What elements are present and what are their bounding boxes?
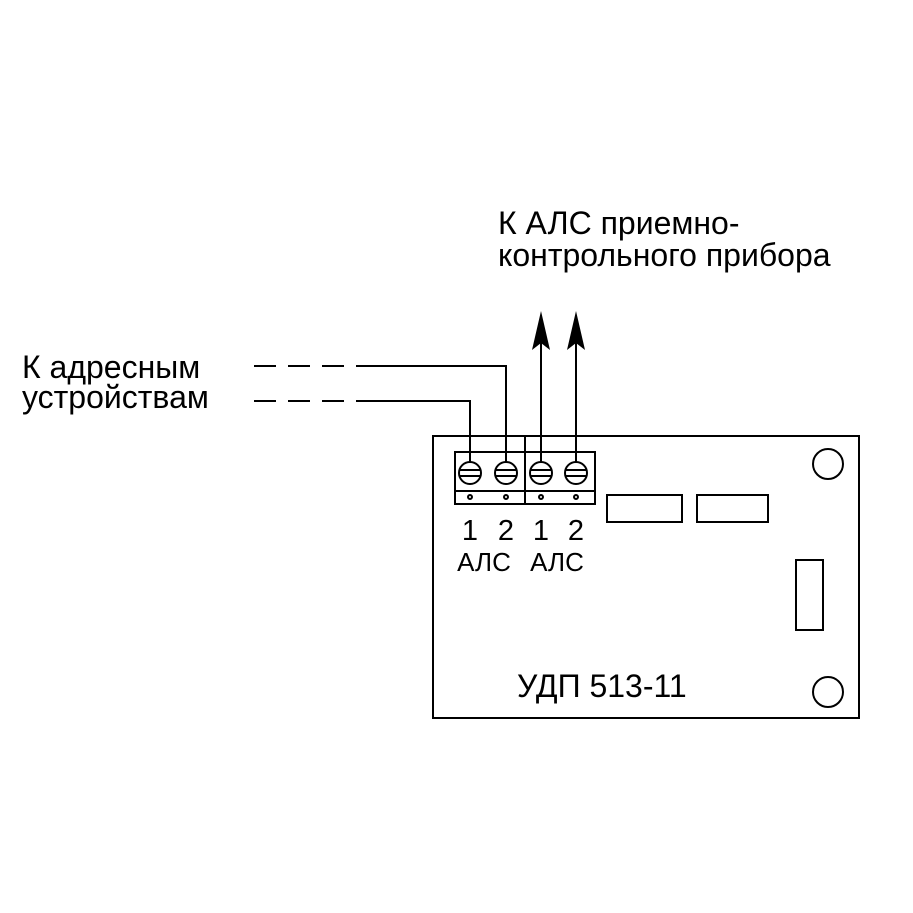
terminal-group-label-out: АЛС xyxy=(530,547,584,577)
left-label-line1: К адресным xyxy=(22,349,200,385)
arrow-up-2 xyxy=(567,311,585,350)
wire-to-devices-2 xyxy=(254,365,507,462)
device-board xyxy=(432,435,860,719)
terminal-screw-2 xyxy=(494,461,518,500)
top-label-line2: контрольного прибора xyxy=(498,237,831,273)
terminal-number-4: 2 xyxy=(568,515,584,547)
terminal-group-label-in: АЛС xyxy=(457,547,511,577)
device-name: УДП 513-11 xyxy=(517,668,687,704)
wire-to-devices-1 xyxy=(254,400,471,462)
terminal-screw-3 xyxy=(529,461,553,500)
terminal-number-2: 2 xyxy=(498,515,514,547)
terminal-screw-1 xyxy=(458,461,482,500)
terminal-block xyxy=(454,436,596,505)
terminal-number-3: 1 xyxy=(533,515,549,547)
component-horizontal-2 xyxy=(696,494,769,523)
mounting-hole-top xyxy=(812,448,844,480)
component-vertical xyxy=(795,559,824,631)
mounting-hole-bottom xyxy=(812,676,844,708)
terminal-number-1: 1 xyxy=(462,515,478,547)
component-horizontal-1 xyxy=(606,494,683,523)
terminal-screw-4 xyxy=(564,461,588,500)
left-label-line2: устройствам xyxy=(22,379,209,415)
arrow-up-1 xyxy=(532,311,550,350)
wire-to-panel-1 xyxy=(532,311,550,462)
top-label-line1: К АЛС приемно- xyxy=(498,205,740,241)
wire-to-panel-2 xyxy=(567,311,585,462)
